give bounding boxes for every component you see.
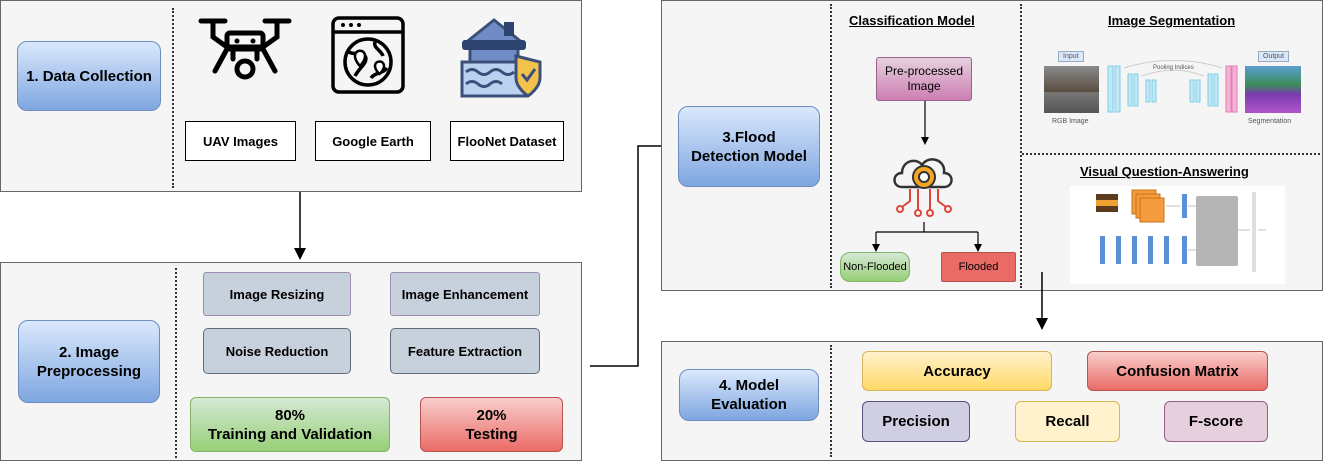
arrow-input-to-brain (921, 101, 929, 145)
step-noise-reduction[interactable]: Noise Reduction (203, 328, 351, 374)
step-feature-extraction[interactable]: Feature Extraction (390, 328, 540, 374)
test-split-percent: 20% (476, 406, 507, 424)
drone-icon (198, 18, 292, 80)
panel3-divider-b (1020, 4, 1022, 288)
arrow-brain-to-outputs (872, 222, 982, 252)
metric-accuracy[interactable]: Accuracy (862, 351, 1052, 391)
seg-input-tag: Input (1058, 51, 1084, 62)
vqa-architecture-diagram (1070, 186, 1285, 284)
ai-cloud-brain-icon (893, 158, 953, 217)
metric-precision[interactable]: Precision (862, 401, 970, 442)
preprocessed-image-node[interactable]: Pre-processed Image (876, 57, 972, 101)
test-split-label: Testing (465, 425, 518, 443)
image-segmentation-title: Image Segmentation (1108, 13, 1236, 28)
flood-house-shield-icon (460, 18, 542, 98)
step-image-enhancement[interactable]: Image Enhancement (390, 272, 540, 316)
seg-network-diagram (1107, 60, 1238, 113)
classification-model-title: Classification Model (849, 13, 975, 28)
output-flooded[interactable]: Flooded (941, 252, 1016, 282)
model-evaluation-stage[interactable]: 4. Model Evaluation (679, 369, 819, 421)
google-earth-icon (331, 16, 405, 94)
data-collection-stage[interactable]: 1. Data Collection (17, 41, 161, 111)
panel3-divider-a (830, 4, 832, 288)
arrow-collection-to-preprocessing (294, 192, 306, 260)
arrow-model-to-evaluation (1036, 272, 1048, 330)
panel4-divider (830, 345, 832, 457)
train-split-percent: 80% (274, 406, 306, 424)
seg-output-image (1245, 66, 1301, 113)
source-floonet-dataset[interactable]: FlooNet Dataset (450, 121, 564, 161)
panel3-divider-h (1022, 153, 1320, 155)
source-google-earth[interactable]: Google Earth (315, 121, 431, 161)
panel1-divider (172, 8, 174, 188)
seg-rgb-caption: RGB Image (1052, 118, 1089, 125)
metric-confusion-matrix[interactable]: Confusion Matrix (1087, 351, 1268, 391)
flood-detection-model-stage[interactable]: 3.Flood Detection Model (678, 106, 820, 187)
split-testing[interactable]: 20% Testing (420, 397, 563, 452)
source-uav-images[interactable]: UAV Images (185, 121, 296, 161)
metric-recall[interactable]: Recall (1015, 401, 1120, 442)
panel2-divider (175, 268, 177, 458)
image-preprocessing-stage[interactable]: 2. Image Preprocessing (18, 320, 160, 403)
metric-f-score[interactable]: F-score (1164, 401, 1268, 442)
train-split-label: Training and Validation (207, 425, 373, 443)
vqa-title: Visual Question-Answering (1080, 164, 1249, 179)
output-non-flooded[interactable]: Non-Flooded (840, 252, 910, 282)
seg-output-caption: Segmentation (1248, 118, 1292, 125)
seg-rgb-image (1044, 66, 1099, 113)
seg-output-tag: Output (1258, 51, 1290, 62)
seg-pooling-label: Pooling Indices (1153, 65, 1194, 71)
step-image-resizing[interactable]: Image Resizing (203, 272, 351, 316)
split-training-validation[interactable]: 80% Training and Validation (190, 397, 390, 452)
